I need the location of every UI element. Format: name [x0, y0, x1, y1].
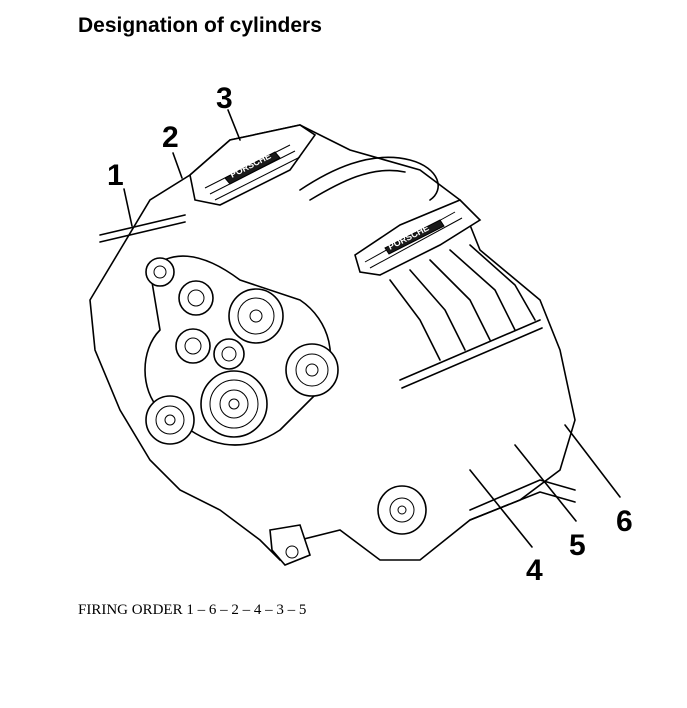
- cylinder-label-1: 1: [107, 159, 124, 192]
- pulley-idler-mid: [213, 338, 245, 370]
- page-title: Designation of cylinders: [78, 14, 322, 37]
- fuel-rail: [399, 319, 541, 381]
- air-pipe-inner: [309, 169, 406, 201]
- engine-block: [89, 124, 576, 562]
- firing-order-text: FIRING ORDER 1 – 6 – 2 – 4 – 3 – 5: [78, 602, 307, 618]
- pulley-idler-top: [145, 257, 175, 287]
- leader-line-1: [123, 188, 133, 227]
- air-pipe: [299, 156, 439, 201]
- pulley-idler-left: [175, 328, 211, 364]
- flange-right: [377, 485, 427, 535]
- pulley-alternator: [228, 288, 284, 344]
- coolant-pipe: [99, 214, 186, 236]
- cylinder-label-4: 4: [526, 554, 543, 587]
- cylinder-label-3: 3: [216, 82, 233, 115]
- belt-drive: [144, 255, 339, 446]
- leader-line-6: [564, 424, 621, 498]
- pulley-crankshaft: [200, 370, 268, 438]
- cylinder-label-6: 6: [616, 505, 633, 538]
- logo-strip-right: [384, 219, 445, 255]
- leader-line-3: [227, 109, 241, 141]
- pulley-ac: [285, 343, 339, 397]
- pulley-power-steering: [145, 395, 195, 445]
- intake-runners: [389, 244, 536, 361]
- coolant-outlet: [269, 524, 311, 566]
- leader-line-5: [514, 444, 577, 522]
- leader-lines: [123, 109, 621, 548]
- cylinder-label-2: 2: [162, 121, 179, 154]
- leader-line-2: [172, 152, 183, 179]
- logo-strip-left: [224, 151, 281, 185]
- pulley-tensioner: [178, 280, 214, 316]
- cylinder-label-5: 5: [569, 529, 586, 562]
- leader-line-4: [469, 469, 533, 548]
